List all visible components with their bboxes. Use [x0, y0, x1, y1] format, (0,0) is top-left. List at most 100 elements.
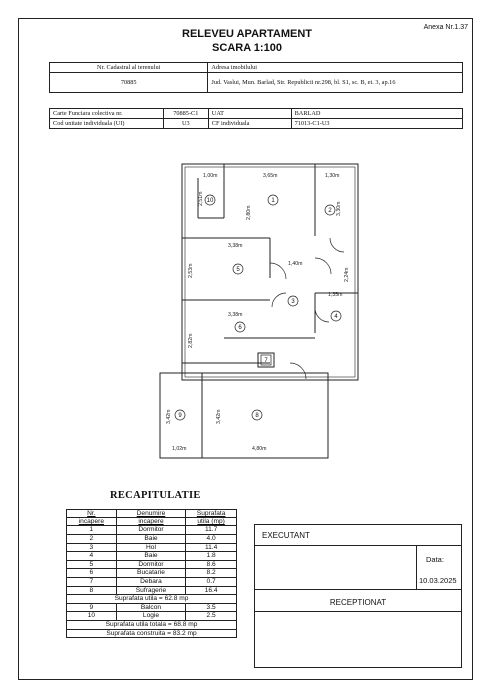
room-5-number: 5: [236, 267, 240, 273]
page-border: [18, 18, 473, 680]
dim-2: 3,65m: [263, 173, 277, 179]
row-area: 8.6: [185, 559, 237, 570]
row-name: Bucatarie: [115, 568, 187, 578]
row-name: Sufragerie: [115, 585, 187, 596]
row-nr: 10: [66, 611, 117, 621]
row-name: Debara: [115, 576, 187, 587]
room-2-number: 2: [328, 208, 332, 214]
row-nr: 7: [66, 576, 117, 587]
recap-total-construita: Suprafata construita = 83.2 mp: [66, 628, 237, 639]
registry-table: Carte Funciara colectiva nr. 70885-C1 UA…: [49, 108, 464, 129]
cadastral-table: Nr. Cadastral al terenului Adresa imobil…: [48, 62, 463, 93]
cod-unitate-label: Cod unitate individuala (UI): [49, 118, 164, 129]
dim-5: 2,80m: [246, 206, 252, 220]
receptionat-label: RECEPTIONAT: [329, 598, 387, 607]
nr-cadastral-label: Nr. Cadastral al terenului: [48, 62, 209, 73]
dim-7: 3,38m: [228, 243, 242, 249]
floor-plan: 1,00m 3,65m 1,30m 2,51m 2,80m 3,30m 3,38…: [159, 163, 359, 459]
recap-header-nr-2: incapere: [66, 517, 117, 527]
row-name: Baie: [115, 534, 187, 544]
room-4-number: 4: [334, 314, 338, 320]
recap-header-area-1: Suprafata: [185, 508, 237, 519]
recap-title: RECAPITULATIE: [110, 490, 201, 501]
recap-header-name-2: incapere: [115, 517, 187, 527]
dim-1: 1,00m: [203, 173, 217, 179]
room-6-number: 6: [238, 325, 242, 331]
signature-box: [254, 524, 462, 668]
dim-14: 3,42m: [166, 410, 172, 424]
cf-individuala-value: 71013-C1-U3: [290, 118, 464, 129]
cf-individuala-label: CF individuala: [207, 118, 292, 129]
uat-label: UAT: [207, 108, 292, 119]
dim-13: 2,82m: [188, 334, 194, 348]
row-area: 4.0: [185, 534, 237, 544]
dim-16: 1,02m: [172, 446, 186, 452]
row-area: 11.7: [185, 525, 237, 535]
row-name: Dormitor: [115, 525, 187, 535]
debara-wall: [257, 352, 275, 368]
dim-11: 1,35m: [328, 292, 342, 298]
dim-4: 2,51m: [198, 192, 204, 206]
room-8-number: 8: [255, 413, 259, 419]
sufragerie-wall: [201, 372, 329, 459]
dim-15: 3,42m: [216, 410, 222, 424]
room-7-number: 7: [264, 358, 268, 364]
dim-8: 1,40m: [288, 261, 302, 267]
uat-value: BARLAD: [290, 108, 464, 119]
row-nr: 8: [66, 585, 117, 596]
dim-17: 4,80m: [252, 446, 266, 452]
dim-3: 1,30m: [325, 173, 339, 179]
row-nr: 4: [66, 551, 117, 561]
row-area: 2.5: [185, 611, 237, 621]
recap-header-name-1: Denumire: [115, 508, 187, 519]
dim-9: 2,53m: [188, 264, 194, 278]
recap-table: Nr. Denumire Suprafata incapere incapere…: [66, 508, 237, 639]
signature-divider-bottom: [254, 611, 462, 612]
plan-outer-wall: [181, 163, 359, 381]
row-name: Dormitor: [115, 559, 187, 570]
row-nr: 1: [66, 525, 117, 535]
room-10-number: 10: [207, 198, 214, 204]
row-area: 3.5: [185, 602, 237, 613]
room-3-number: 3: [291, 299, 295, 305]
room-9-number: 9: [178, 413, 182, 419]
row-nr: 5: [66, 559, 117, 570]
annex-number: Anexa Nr.1.37: [423, 24, 468, 31]
document-title: RELEVEU APARTAMENT: [182, 28, 312, 40]
nr-cadastral-value: 70885: [48, 72, 209, 93]
row-nr: 2: [66, 534, 117, 544]
room-1-number: 1: [271, 198, 275, 204]
adresa-value: Jud. Vaslui, Mun. Barlad, Str. Republici…: [207, 72, 463, 93]
cod-unitate-value: U3: [162, 118, 209, 129]
signature-divider-top: [254, 545, 462, 546]
carte-funciara-value: 70885-C1: [162, 108, 209, 119]
dim-12: 3,38m: [228, 312, 242, 318]
document-scale: SCARA 1:100: [212, 42, 282, 54]
row-name: Hol: [115, 542, 187, 553]
date-value: 10.03.2025: [419, 576, 457, 585]
adresa-label: Adresa imobilului: [207, 62, 463, 73]
recap-subtotal: Suprafata utila = 62.8 mp: [66, 594, 237, 604]
row-area: 16.4: [185, 585, 237, 596]
recap-header-area-2: utila (mp): [185, 517, 237, 527]
row-nr: 6: [66, 568, 117, 578]
recap-header-nr-1: Nr.: [66, 508, 117, 519]
signature-divider-vertical: [416, 545, 417, 589]
row-name: Baie: [115, 551, 187, 561]
row-area: 0.7: [185, 576, 237, 587]
dim-6: 3,30m: [336, 202, 342, 216]
recap-total-utila: Suprafata utila totala = 68.8 mp: [66, 619, 237, 630]
row-nr: 3: [66, 542, 117, 553]
carte-funciara-label: Carte Funciara colectiva nr.: [49, 108, 164, 119]
signature-divider-middle: [254, 589, 462, 590]
row-nr: 9: [66, 602, 117, 613]
row-name: Balcon: [115, 602, 187, 613]
